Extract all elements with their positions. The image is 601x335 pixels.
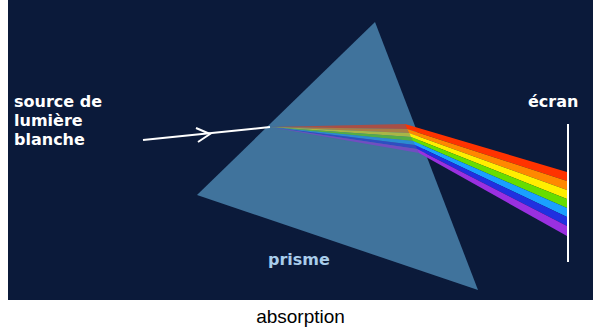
caption: absorption [0, 306, 601, 328]
prism-label: prisme [268, 250, 330, 269]
screen-label: écran [528, 92, 578, 111]
dark-background [8, 0, 593, 300]
light-source-label: source de lumière blanche [14, 92, 126, 149]
spectrum-in-prism [270, 124, 419, 153]
ray-arrowhead [196, 128, 210, 142]
spectrum-beam [405, 124, 567, 236]
screen-line [567, 124, 569, 262]
